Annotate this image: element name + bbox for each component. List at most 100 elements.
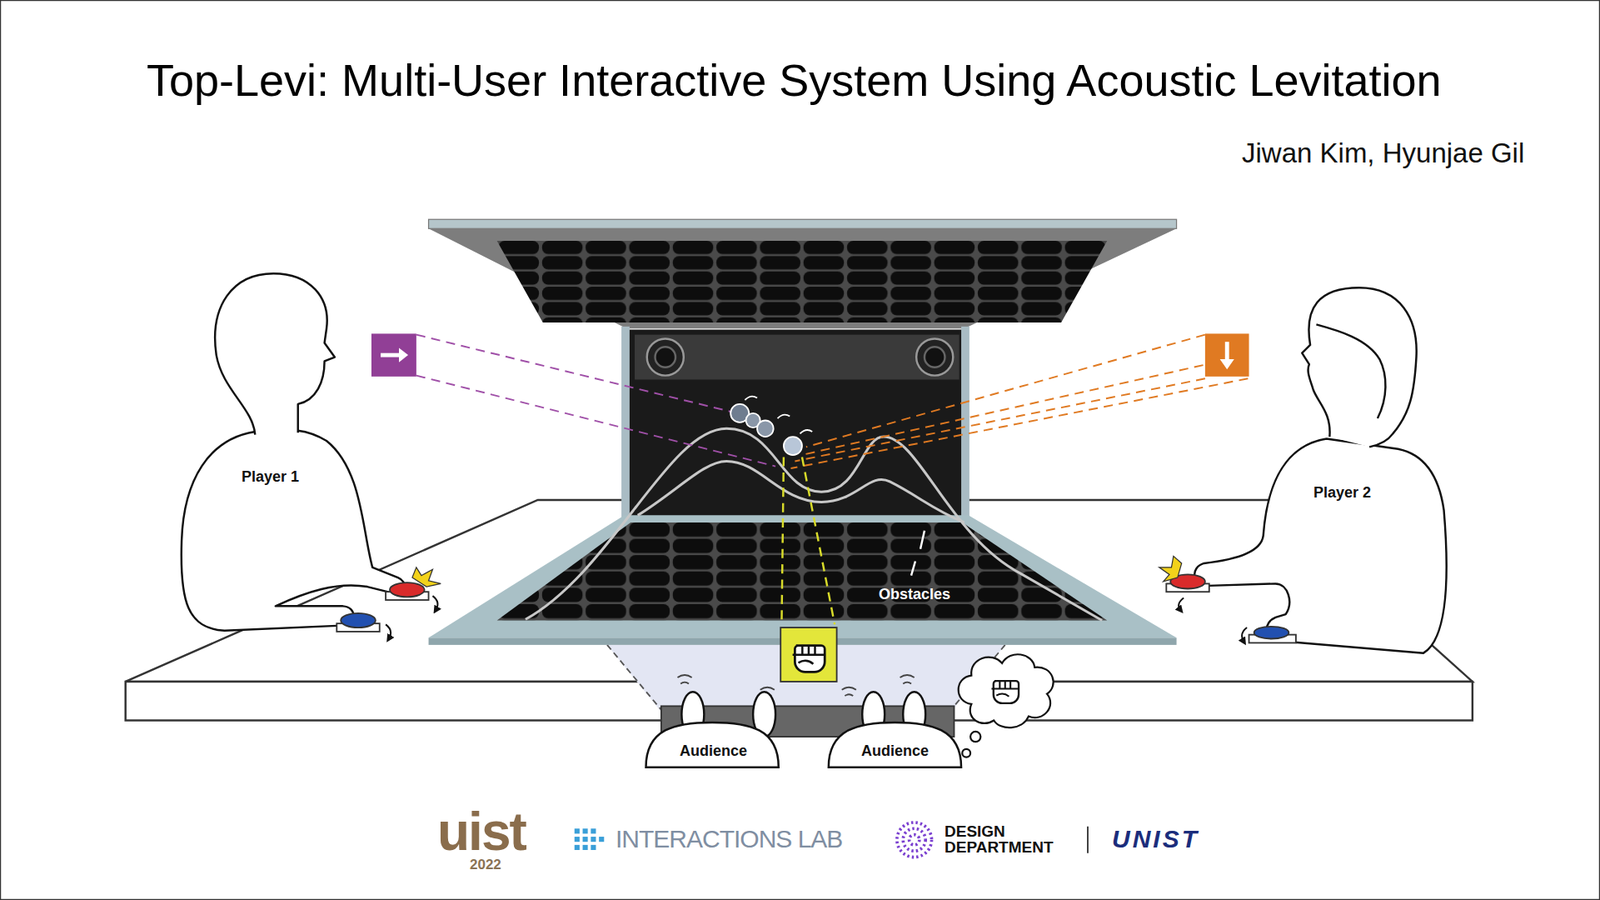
audience-beam-part	[802, 457, 835, 625]
player1-beam-part	[416, 375, 776, 467]
player2-icon	[1205, 333, 1250, 376]
player1-beam	[416, 334, 776, 467]
press-burst	[412, 555, 1182, 587]
press-burst-part	[1159, 555, 1182, 582]
player1-icon	[371, 333, 417, 376]
university-logo: UNIST	[1111, 824, 1200, 854]
player1-beam-part	[416, 334, 751, 417]
levitator-device-part	[428, 219, 1177, 229]
sound-wave-part	[842, 687, 857, 696]
player-label: Player 1	[241, 468, 300, 486]
player1-figure-part	[214, 273, 335, 434]
player2-beam-part	[790, 378, 1248, 469]
title: Top-Levi: Multi-User Interactive System …	[146, 54, 1442, 106]
player-label: Player 2	[1313, 483, 1371, 502]
interactions-lab-logo	[574, 827, 605, 850]
audience-beam	[781, 457, 835, 625]
levitated-particle	[730, 396, 813, 456]
player2-beam-part	[801, 354, 1249, 455]
player2-beam	[790, 334, 1248, 469]
audience-figure-part	[646, 722, 779, 768]
audience-figure-part	[828, 722, 962, 768]
push-button	[336, 573, 1296, 643]
interactions-lab-logo-part	[583, 836, 589, 842]
levitated-particle-part	[783, 436, 803, 455]
player2-icon-part	[1220, 358, 1235, 369]
design-logo-part	[897, 822, 933, 858]
player1-icon-part	[371, 333, 417, 376]
design-logo	[897, 822, 933, 858]
lab-name: INTERACTIONS LAB	[615, 824, 843, 854]
player2-beam-part	[806, 334, 1206, 448]
interactions-lab-logo-part	[590, 844, 596, 850]
obstacle-pointer	[911, 530, 925, 576]
player2-figure-part	[1301, 287, 1416, 447]
player1-figure-part	[181, 430, 405, 631]
player1-icon-part	[398, 348, 409, 363]
push-button-part	[389, 582, 425, 597]
levitator-device-part	[497, 240, 1108, 323]
levitator-device-part	[961, 326, 970, 521]
levitator-device-part	[428, 514, 1177, 638]
levitator-device-part	[626, 329, 967, 522]
press-burst-part	[412, 567, 441, 587]
sound-wave-part	[900, 674, 915, 683]
player2-beam-part	[794, 378, 1206, 461]
turn-arrow	[385, 595, 1247, 642]
audience-figure	[646, 691, 962, 768]
levitator-device-part	[924, 346, 946, 367]
trajectory-part	[638, 460, 965, 522]
player2-figure-part	[1315, 323, 1386, 419]
obstacle-label: Obstacles	[878, 585, 951, 604]
sound-wave	[677, 674, 914, 696]
divider	[1086, 826, 1089, 853]
turn-arrow-part	[385, 623, 391, 639]
design-logo-part	[909, 834, 920, 845]
interactions-lab-logo-part	[583, 844, 589, 850]
thought-cloud	[958, 653, 1054, 757]
conference-logo: uist	[437, 804, 526, 858]
push-button-part	[340, 613, 376, 628]
turn-arrow-part	[1178, 598, 1184, 611]
player2-figure-part	[1194, 438, 1447, 653]
interactions-lab-logo-part	[583, 827, 589, 833]
interactions-lab-logo-part	[574, 836, 580, 842]
sound-wave-part	[677, 674, 692, 683]
design-logo-part	[902, 827, 926, 851]
audience-label: Audience	[679, 742, 748, 760]
audience-beam-part	[781, 457, 783, 625]
audience-icon-part	[780, 627, 837, 682]
interactions-lab-logo-part	[590, 836, 596, 842]
obstacle-pointer-part	[911, 560, 916, 575]
interactions-lab-logo-part	[598, 836, 604, 842]
player2-icon-part	[1205, 333, 1250, 376]
interactions-lab-logo-part	[590, 827, 596, 833]
author-names: Jiwan Kim, Hyunjae Gil	[1241, 137, 1525, 170]
push-button-part	[1254, 626, 1290, 639]
player2-figure	[1194, 287, 1447, 653]
levitator-device-part	[428, 228, 1177, 329]
turn-arrow-part	[432, 595, 438, 610]
levitator-device-part	[916, 338, 953, 376]
audience-icon	[780, 627, 837, 682]
thought-cloud-part	[961, 748, 971, 758]
levitator-device-part	[647, 338, 684, 376]
levitator-device-part	[634, 334, 960, 380]
levitator-device	[428, 219, 1177, 645]
interactions-lab-logo-part	[574, 844, 580, 850]
audience-icon-part	[792, 645, 826, 673]
player1-figure	[181, 273, 405, 631]
thought-cloud-part	[958, 653, 1054, 728]
levitator-device-part	[655, 346, 677, 367]
conference-year: 2022	[469, 856, 502, 873]
levitator-device-part	[621, 326, 630, 521]
department-name: DESIGN DEPARTMENT	[944, 822, 1054, 855]
levitated-particle-part	[744, 396, 813, 434]
thought-cloud-part	[970, 731, 981, 742]
obstacle-pointer-part	[920, 530, 925, 549]
turn-arrow-part	[1241, 627, 1247, 642]
audience-label: Audience	[861, 742, 929, 760]
